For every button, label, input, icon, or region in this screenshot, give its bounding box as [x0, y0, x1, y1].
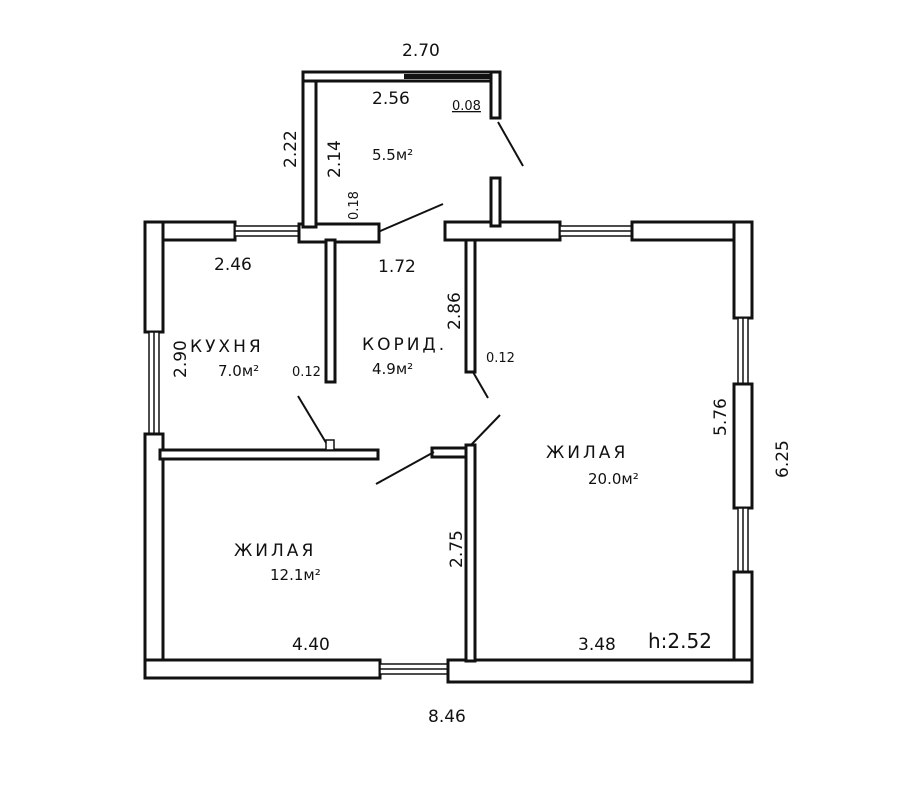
window-left [148, 331, 160, 435]
room-living-large-name: ЖИЛАЯ [546, 443, 628, 463]
dim-partition-018: 0.18 [347, 191, 362, 220]
wall-bottom-left [143, 658, 382, 680]
room-kitchen-area: 7.0м² [218, 362, 259, 380]
kitchen-door [297, 395, 329, 447]
partition-bedroom-living [464, 443, 477, 663]
dim-top-width: 2.70 [402, 41, 440, 61]
partition-kitchen-corridor [324, 238, 337, 384]
vestibule-door-frame [404, 74, 494, 79]
dim-partition-left: 0.12 [292, 365, 321, 380]
room-living-large-area: 20.0м² [588, 470, 639, 488]
dim-bedroom-depth: 2.75 [447, 530, 467, 568]
dim-kitchen-width: 2.46 [214, 255, 252, 275]
wall-right-mid [732, 382, 754, 510]
vestibule-wall-right-low [489, 176, 502, 228]
wall-right-upper [732, 220, 754, 320]
dim-vestibule-inner-width: 2.56 [372, 89, 410, 109]
dim-corridor-width: 1.72 [378, 257, 416, 277]
window-right-lower [737, 507, 749, 573]
vestibule-wall-right-stub [489, 70, 502, 120]
window-top-right [559, 225, 633, 237]
room-corridor-name: КОРИД. [362, 335, 447, 355]
window-bottom [379, 663, 449, 675]
dim-vestibule-inner-depth: 2.14 [325, 140, 345, 178]
vestibule-inner-door [377, 203, 444, 233]
room-kitchen-name: КУХНЯ [190, 337, 264, 357]
living-door-upper [472, 371, 489, 399]
dim-kitchen-depth: 2.90 [171, 340, 191, 378]
dim-corridor-depth: 2.86 [445, 292, 465, 330]
kitchen-door-jamb [325, 439, 335, 451]
dim-living-width: 3.48 [578, 635, 616, 655]
window-top-left [234, 225, 300, 237]
dim-total-width: 8.46 [428, 707, 466, 727]
wall-left-lower [143, 432, 165, 680]
dim-bedroom-width: 4.40 [292, 635, 330, 655]
dim-living-depth: 5.76 [711, 398, 731, 436]
living-door-lower [470, 414, 501, 446]
partition-corridor-living [464, 238, 477, 374]
dim-vestibule-wall: 0.08 [452, 99, 481, 114]
window-right-upper [737, 317, 749, 385]
wall-left-upper [143, 220, 165, 334]
dim-vestibule-outer-depth: 2.22 [281, 130, 301, 168]
vestibule-wall-left [301, 70, 318, 229]
bedroom-door [375, 451, 435, 485]
room-corridor-area: 4.9м² [372, 360, 413, 378]
partition-kitchen-bedroom [158, 448, 380, 461]
room-vestibule-area: 5.5м² [372, 146, 413, 164]
dim-ceiling-height: h:2.52 [648, 629, 712, 653]
room-living-small-name: ЖИЛАЯ [234, 541, 316, 561]
vestibule-entry-door [497, 121, 524, 167]
wall-top-mid-right [443, 220, 562, 242]
dim-partition-right: 0.12 [486, 351, 515, 366]
wall-top-mid-left [297, 222, 381, 244]
wall-bottom-right [446, 658, 754, 684]
dim-total-depth: 6.25 [773, 440, 793, 478]
room-living-small-area: 12.1м² [270, 566, 321, 584]
